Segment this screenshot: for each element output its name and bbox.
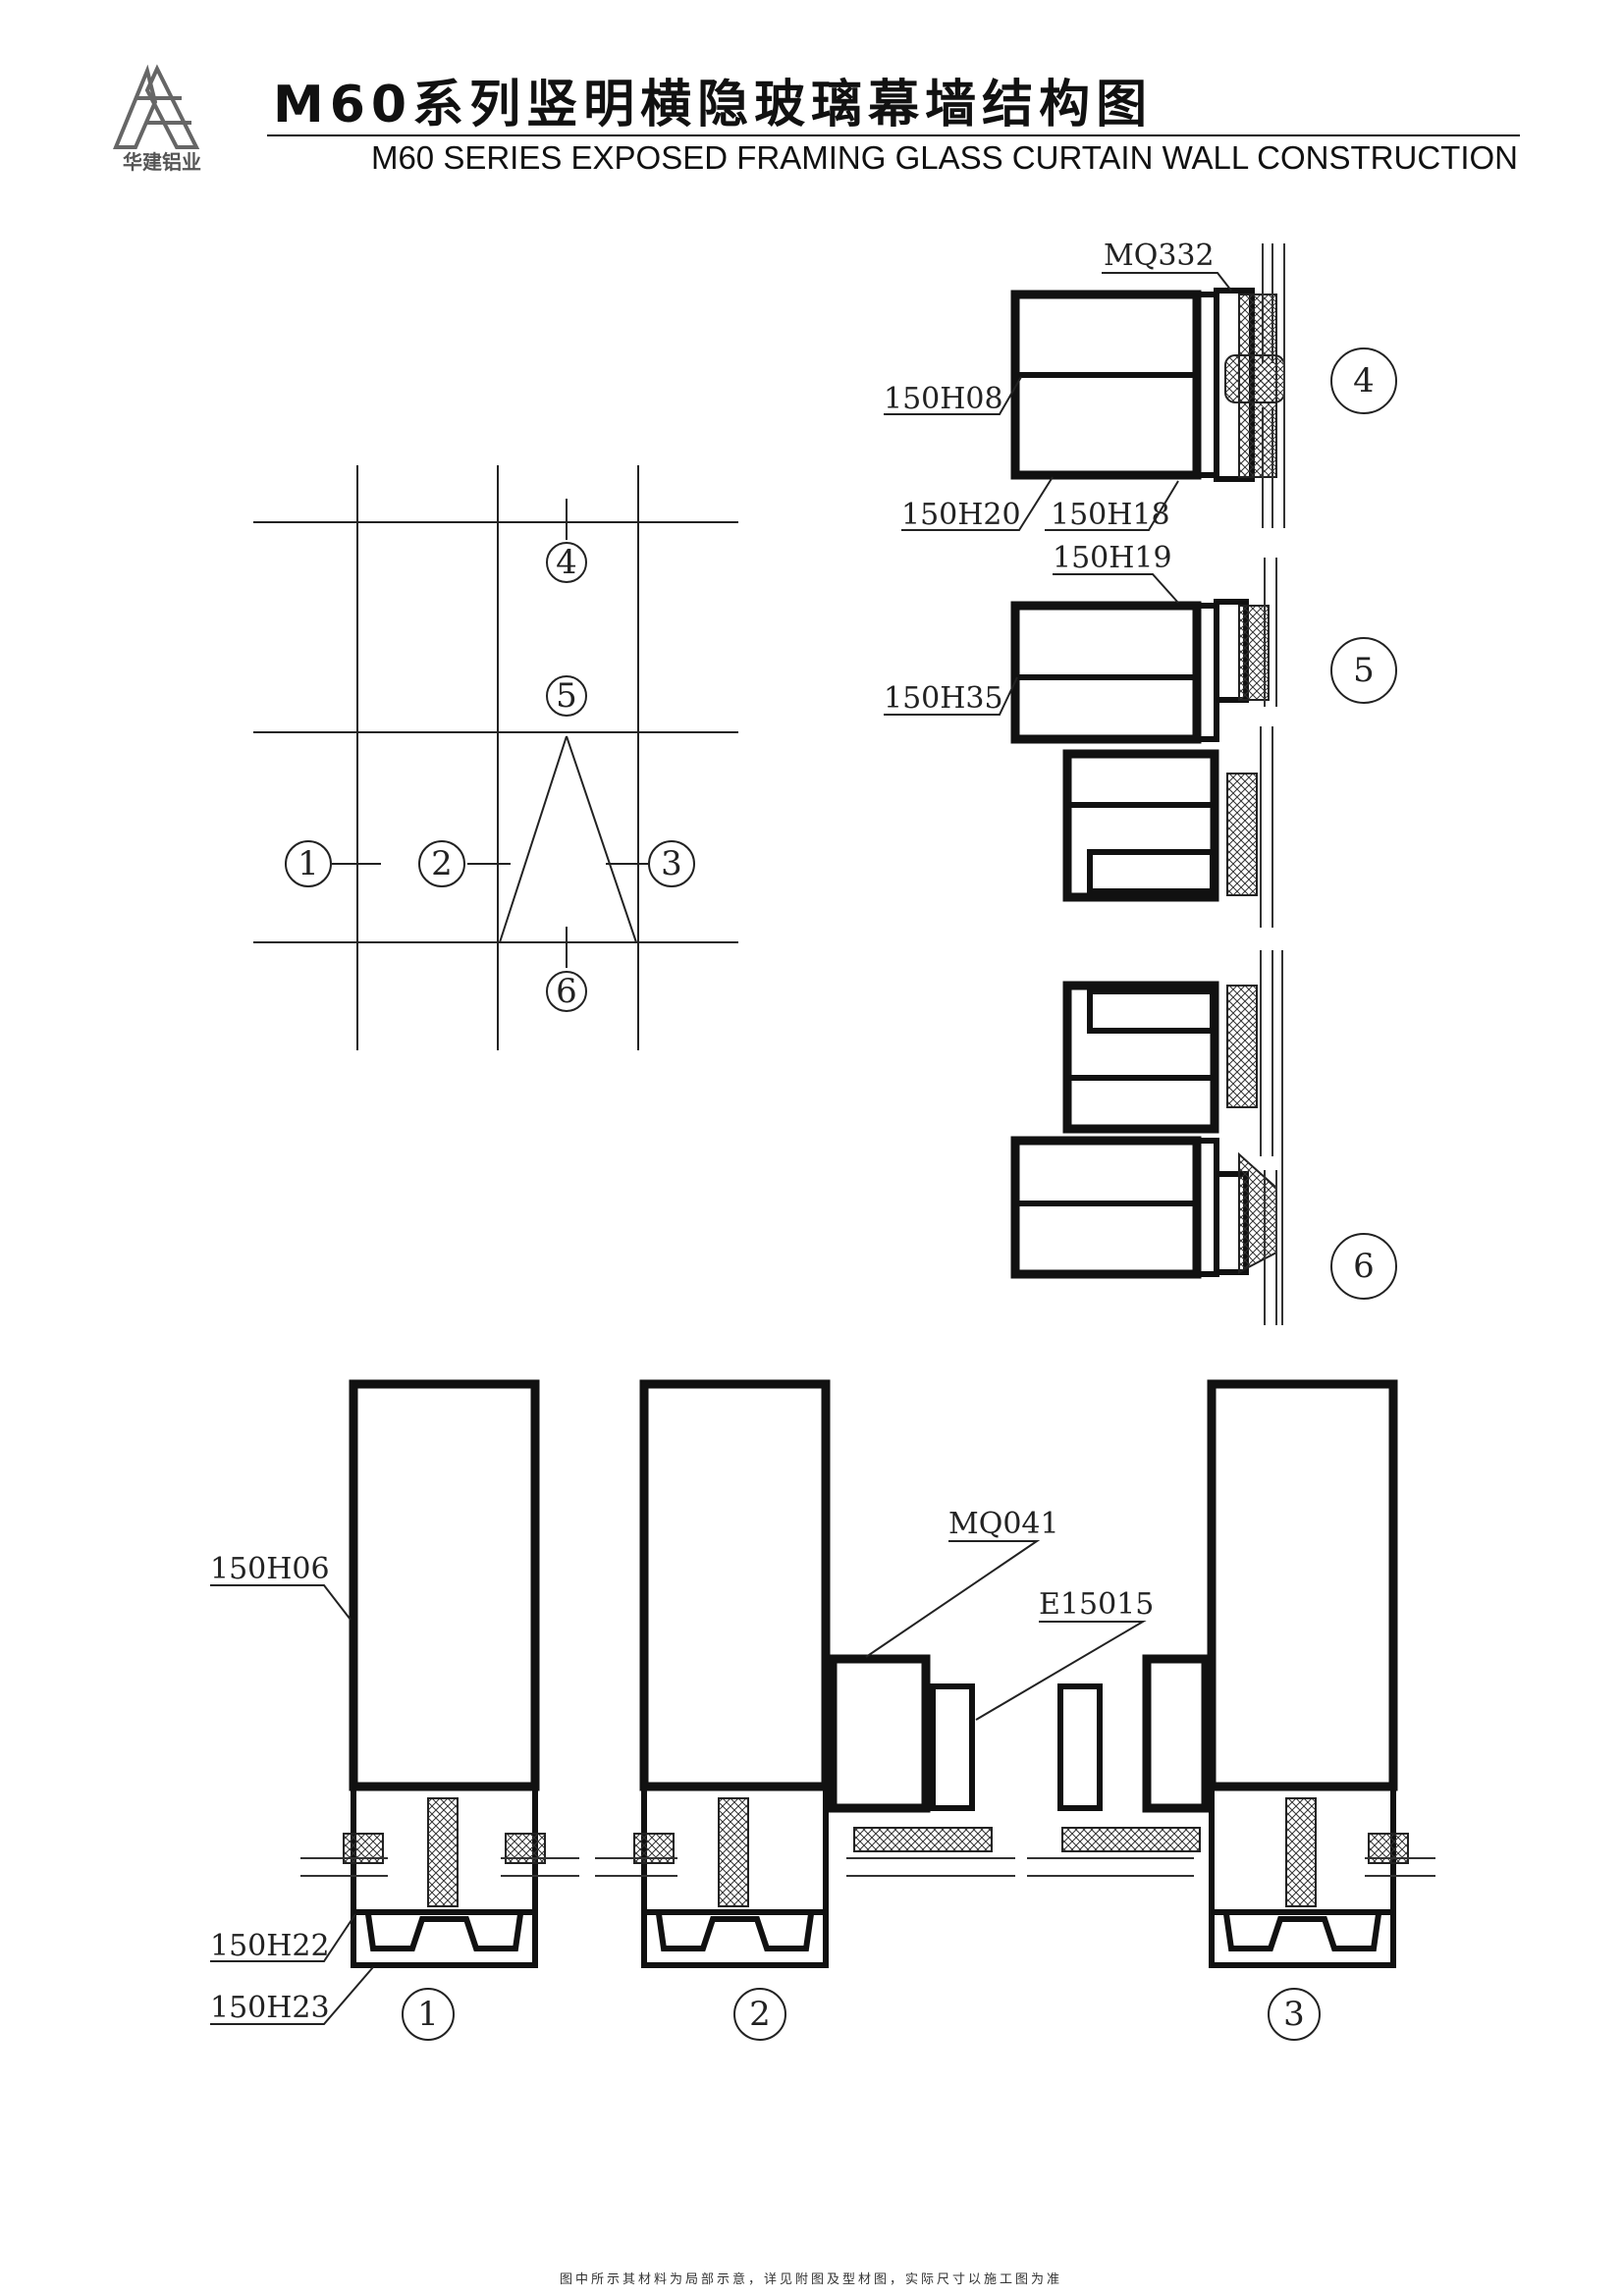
label-150h06: 150H06 [210, 1552, 330, 1586]
label-150h35: 150H35 [884, 681, 1003, 716]
footer-note: 图中所示其材料为局部示意，详见附图及型材图，实际尺寸以施工图为准 [560, 2271, 1062, 2287]
label-150h08: 150H08 [884, 382, 1003, 416]
elevation-marker-6: 6 [546, 971, 587, 1012]
elevation-marker-5: 5 [546, 675, 587, 717]
label-150h22: 150H22 [210, 1929, 330, 1963]
logo: 华建铝业 [113, 64, 201, 174]
elevation-marker-3: 3 [648, 840, 695, 887]
svg-text:1: 1 [298, 844, 319, 883]
label-mq041: MQ041 [948, 1507, 1059, 1541]
elevation-marker-4: 4 [546, 542, 587, 583]
plan-marker-3: 3 [1283, 1995, 1305, 2034]
section-marker-6: 6 [1353, 1247, 1375, 1286]
page-subtitle: M60 SERIES EXPOSED FRAMING GLASS CURTAIN… [371, 139, 1518, 176]
svg-text:3: 3 [661, 844, 682, 883]
elevation-marker-1: 1 [285, 840, 332, 887]
section-5-detail: 150H19 150H35 5 [884, 541, 1397, 928]
svg-text:4: 4 [556, 543, 577, 582]
plan-marker-2: 2 [749, 1995, 771, 2034]
label-150h23: 150H23 [210, 1991, 330, 2025]
section-marker-4: 4 [1353, 361, 1375, 400]
section-marker-5: 5 [1353, 651, 1375, 690]
svg-text:5: 5 [556, 676, 577, 716]
elevation-diagram: 1 2 3 4 5 6 [253, 465, 738, 1050]
page-title: M60系列竖明横隐玻璃幕墙结构图 [273, 76, 1153, 134]
label-150h19: 150H19 [1053, 541, 1172, 575]
label-mq332: MQ332 [1104, 239, 1215, 273]
label-150h20: 150H20 [901, 498, 1021, 532]
label-e15015: E15015 [1039, 1587, 1154, 1622]
section-6-detail: 6 [1010, 950, 1397, 1325]
elevation-marker-2: 2 [418, 840, 465, 887]
section-4-detail: MQ332 150H08 150H20 150H18 4 [884, 239, 1397, 532]
plan-marker-1: 1 [417, 1995, 439, 2034]
svg-text:2: 2 [431, 844, 453, 883]
svg-text:6: 6 [556, 972, 577, 1011]
logo-text: 华建铝业 [123, 150, 201, 174]
label-150h18: 150H18 [1051, 498, 1170, 532]
plan-section-detail: 150H06 MQ041 E15015 150H22 150H23 1 2 3 [210, 1379, 1435, 2041]
